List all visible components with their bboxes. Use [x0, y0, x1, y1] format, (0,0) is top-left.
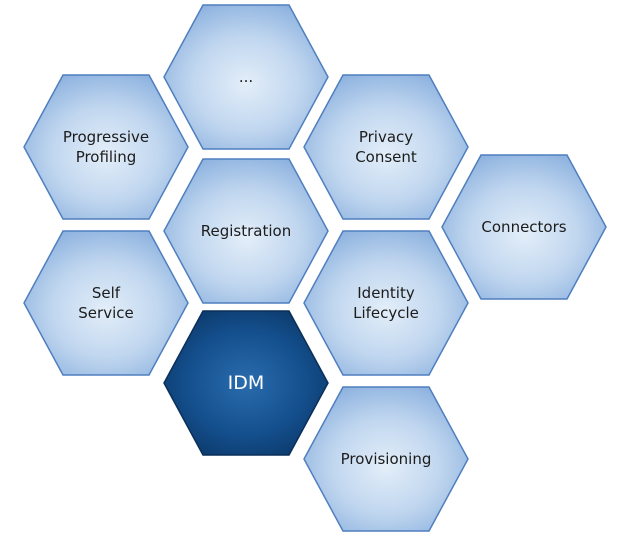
hex-label-privacy-consent-line-1: Privacy — [359, 128, 413, 146]
hex-provisioning: Provisioning — [303, 386, 469, 532]
hex-label-connectors: Connectors — [481, 218, 566, 236]
hex-label-provisioning: Provisioning — [341, 450, 432, 468]
hex-label-identity-lifecycle-line-1: Identity — [357, 284, 415, 302]
hex-label-progressive-profiling-line-1: Progressive — [63, 128, 149, 146]
hex-label-privacy-consent-line-2: Consent — [355, 148, 417, 166]
hex-shape-identity-lifecycle — [303, 230, 469, 376]
hex-label-ellipsis: ... — [239, 68, 253, 86]
hex-shape-center — [163, 310, 329, 456]
hex-label-identity-lifecycle-line-2: Lifecycle — [353, 304, 419, 322]
hex-label-self-service-line-2: Service — [78, 304, 133, 322]
hex-label-registration: Registration — [201, 222, 291, 240]
hex-shape-provisioning — [303, 386, 469, 532]
hex-shape-privacy-consent — [303, 74, 469, 220]
hex-registration: Registration — [163, 158, 329, 304]
hex-label-self-service-line-1: Self — [92, 284, 121, 302]
hex-label-progressive-profiling-line-2: Profiling — [76, 148, 137, 166]
hex-shape-self-service — [23, 230, 189, 376]
hex-center: IDM — [163, 310, 329, 456]
hex-shape-registration — [163, 158, 329, 304]
hex-shape-connectors — [441, 154, 607, 300]
hex-ellipsis: ... — [163, 4, 329, 150]
hex-shape-ellipsis — [163, 4, 329, 150]
hex-connectors: Connectors — [441, 154, 607, 300]
hex-label-center: IDM — [228, 372, 265, 394]
hex-shape-progressive-profiling — [23, 74, 189, 220]
